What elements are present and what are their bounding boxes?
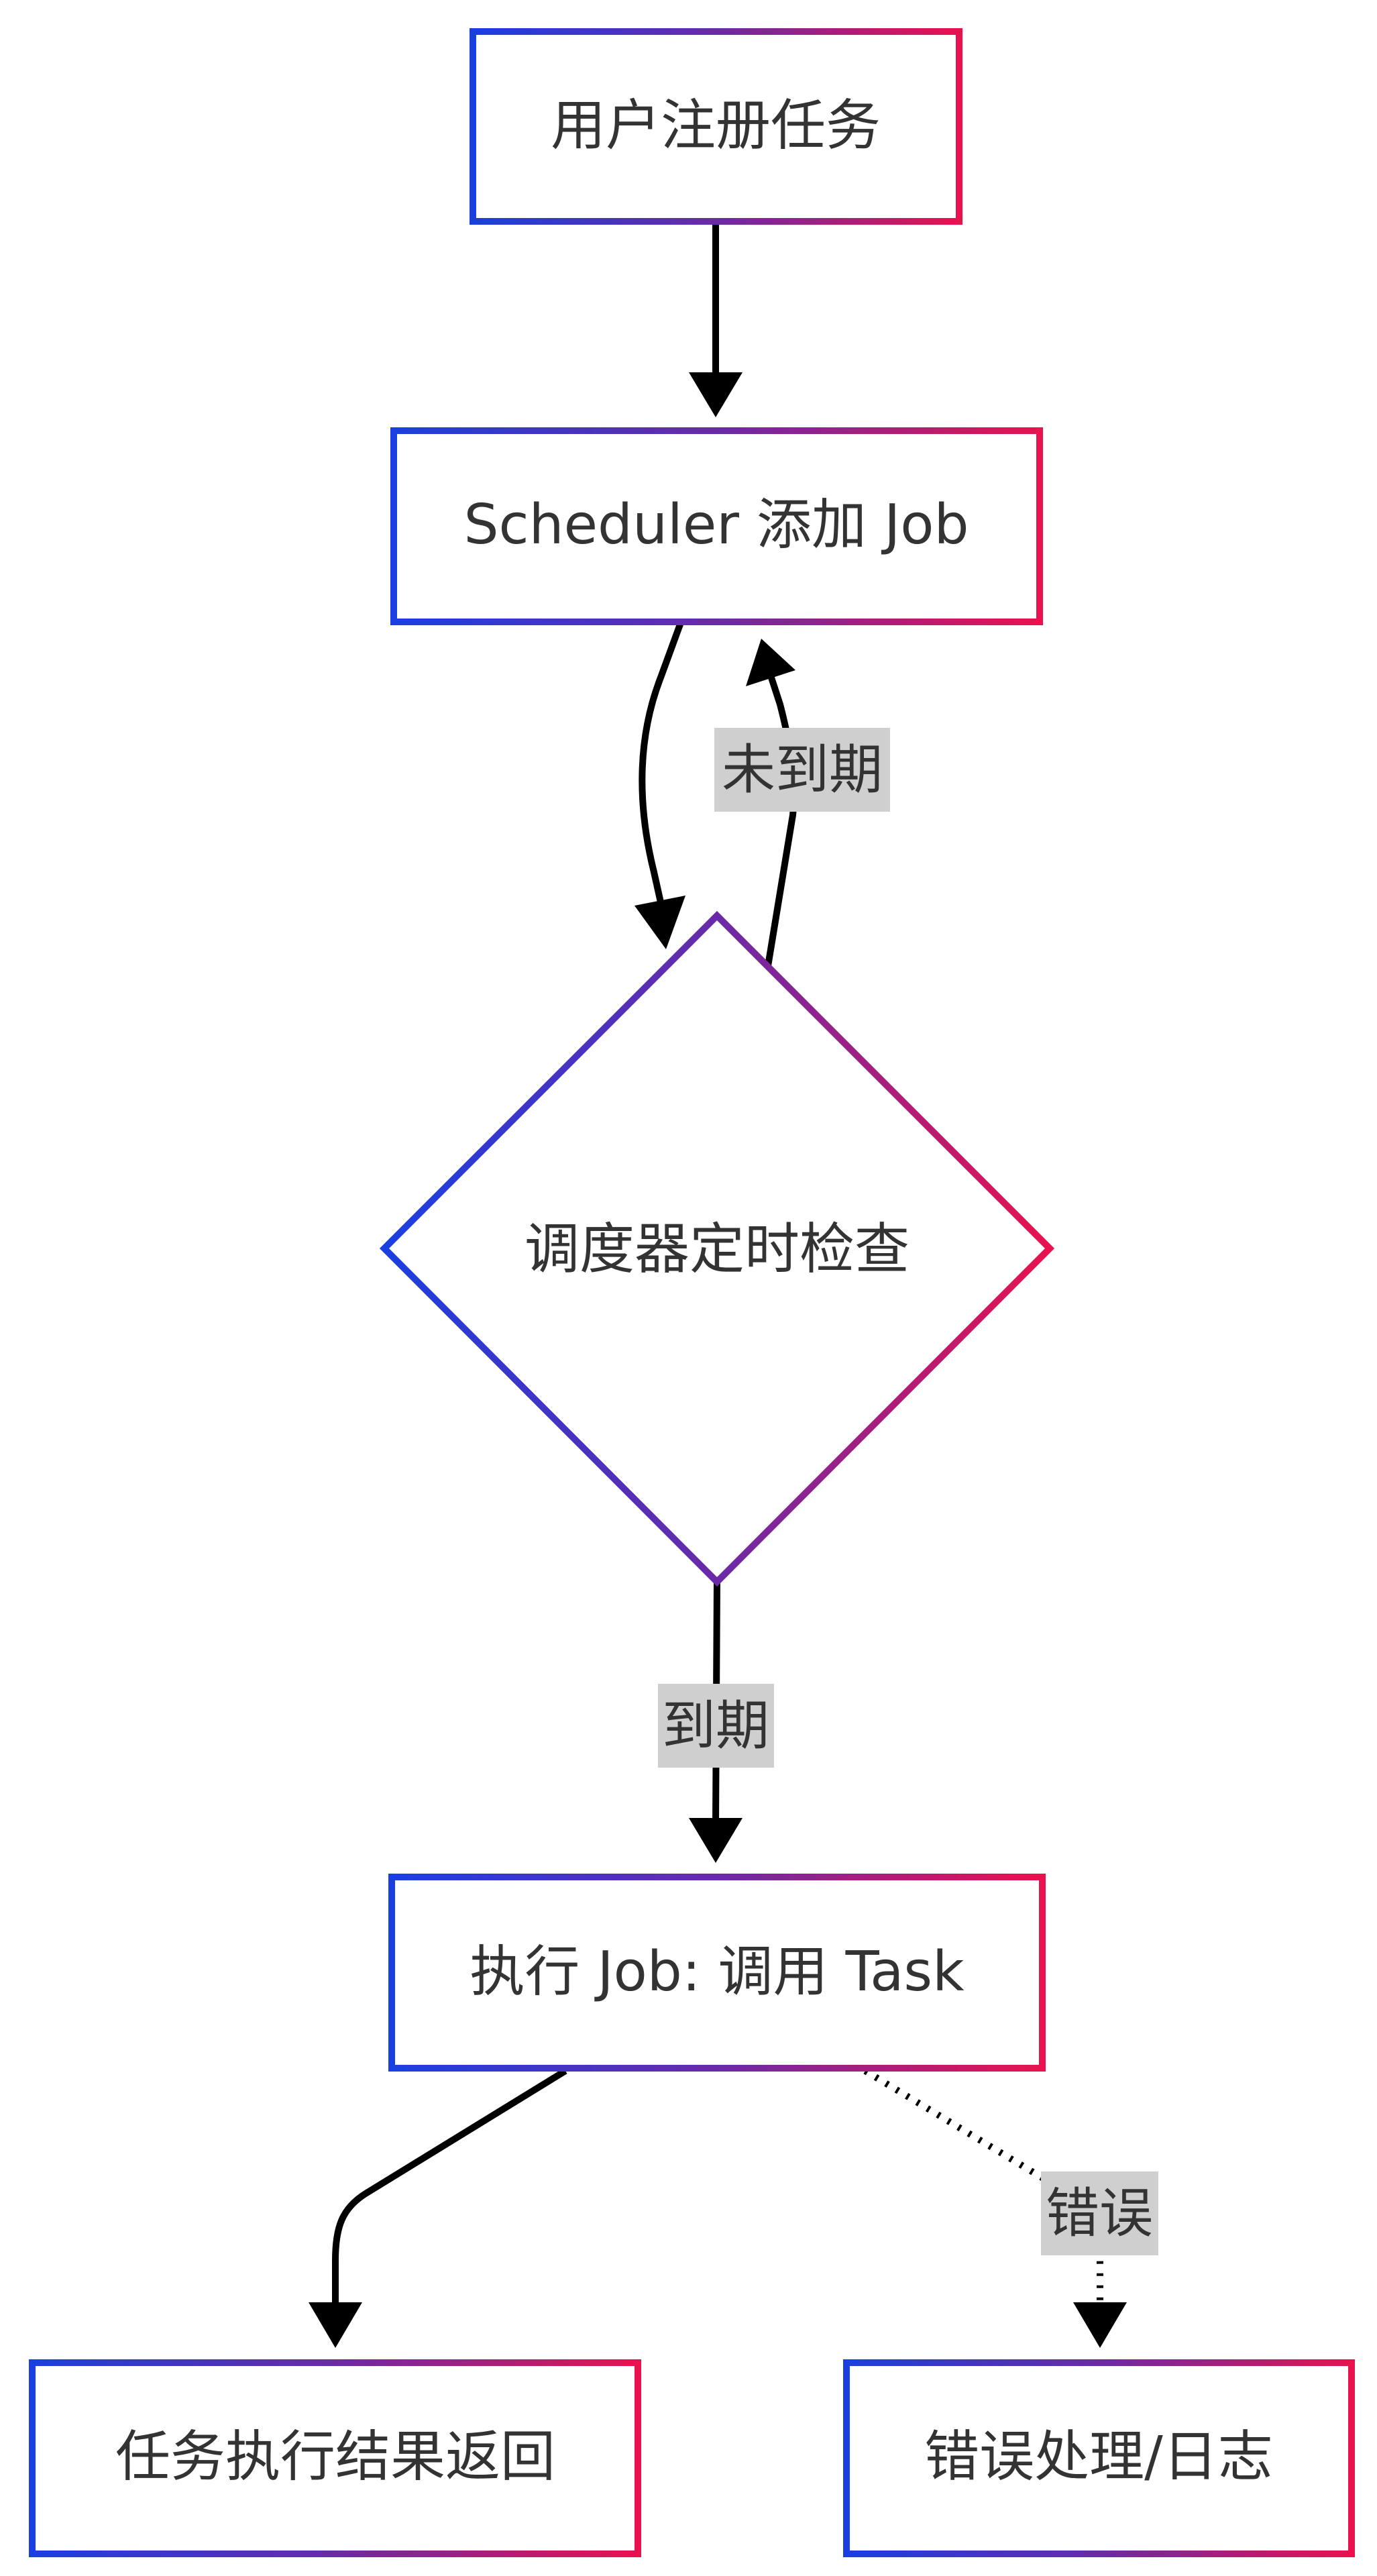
node-scheduler-add-job: Scheduler 添加 Job (390, 427, 1043, 625)
edge-label-background (714, 728, 890, 812)
node-register-task: 用户注册任务 (470, 28, 962, 225)
edge-label-background (1041, 2171, 1158, 2255)
node-label: 错误处理/日志 (924, 2425, 1273, 2489)
edge-check-to-add-job: 未到期 (714, 639, 890, 967)
edge-execute-to-result (309, 2068, 567, 2348)
edge-label-not-due: 未到期 (722, 739, 883, 801)
node-label: 执行 Job: 调用 Task (470, 1940, 965, 2004)
edge-execute-to-error: 错误 (863, 2068, 1158, 2348)
arrowhead-icon (635, 896, 685, 949)
edge-label-due: 到期 (662, 1695, 769, 1757)
node-error-handling: 错误处理/日志 (843, 2359, 1355, 2557)
arrowhead-icon (309, 2302, 362, 2348)
edge-label-error: 错误 (1046, 2182, 1153, 2245)
edge-label-background (658, 1684, 774, 1768)
node-execute-job: 执行 Job: 调用 Task (388, 1874, 1046, 2072)
arrowhead-icon (689, 372, 742, 417)
node-task-result: 任务执行结果返回 (29, 2359, 641, 2557)
arrowhead-icon (689, 1818, 742, 1863)
node-label: 用户注册任务 (551, 94, 881, 158)
node-label: Scheduler 添加 Job (463, 493, 969, 557)
node-label: 调度器定时检查 (525, 1218, 910, 1281)
edge-register-to-add-job (689, 221, 742, 417)
edge-add-job-to-check (635, 621, 685, 949)
edge-check-to-execute: 到期 (658, 1581, 774, 1863)
node-label: 任务执行结果返回 (115, 2425, 555, 2489)
arrowhead-icon (746, 639, 795, 686)
node-scheduler-check-decision: 调度器定时检查 (379, 910, 1055, 1587)
arrowhead-icon (1073, 2302, 1127, 2348)
